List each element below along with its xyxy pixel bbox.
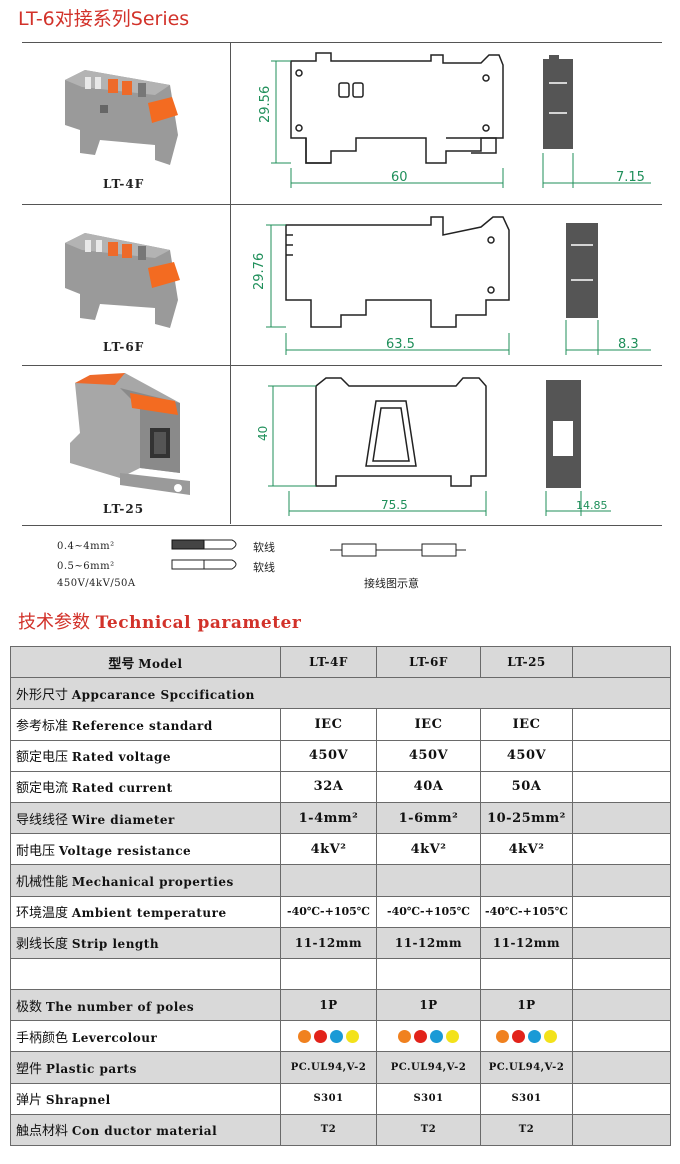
table-row: 参考标准 Reference standard IEC IEC IEC <box>10 708 671 741</box>
product-photo-lt6f <box>65 233 180 328</box>
table-row: 机械性能 Mechanical properties <box>10 864 671 897</box>
table-row: 额定电流 Rated current 32A 40A 50A <box>10 770 671 803</box>
lever-dot-yellow <box>446 1030 459 1044</box>
height-dim-lt25: 40 <box>256 426 270 441</box>
wire-range-2: 0.5~6mm² <box>57 561 115 572</box>
wire-range-1: 0.4~4mm² <box>57 541 115 552</box>
lever-dot-orange <box>398 1030 411 1044</box>
product-label-lt25: LT-25 <box>103 502 145 516</box>
lever-dot-red <box>414 1030 427 1044</box>
product-photo-lt4f <box>65 70 178 165</box>
column-divider <box>230 42 231 524</box>
lever-colour-dots <box>376 1020 481 1053</box>
row-divider <box>22 204 662 205</box>
width-dim-lt6f: 8.3 <box>618 337 639 352</box>
table-row: 环境温度 Ambient temperature -40℃-+105℃ -40℃… <box>10 895 671 928</box>
table-row: 导线线径 Wire diameter 1-4mm² 1-6mm² 10-25mm… <box>10 801 671 835</box>
lever-dot-blue <box>330 1030 343 1044</box>
product-label-lt4f: LT-4F <box>103 177 145 191</box>
lever-dot-blue <box>430 1030 443 1044</box>
table-row: 外形尺寸 Appcarance Spccification <box>10 677 671 710</box>
table-row: 剥线长度 Strip length 11-12mm 11-12mm 11-12m… <box>10 926 671 959</box>
table-header: 型号 Model LT-4F LT-6F LT-25 <box>10 645 671 679</box>
lever-dot-red <box>314 1030 327 1044</box>
table-row: 极数 The number of poles 1P 1P 1P <box>10 989 671 1022</box>
table-row <box>10 957 671 991</box>
wire-icons <box>171 539 237 570</box>
lever-colour-dots <box>280 1020 377 1053</box>
width-dim-lt25: 14.85 <box>576 499 608 512</box>
length-dim-lt25: 75.5 <box>381 498 408 512</box>
wire-rating: 450V/4kV/50A <box>57 578 136 589</box>
wire-type-2: 软线 <box>253 561 275 574</box>
height-dim-lt4f: 29.56 <box>258 86 273 123</box>
tech-title: 技术参数 Technical parameter <box>18 608 301 634</box>
length-dim-lt6f: 63.5 <box>386 337 415 352</box>
width-dim-lt4f: 7.15 <box>616 170 645 185</box>
lever-dot-orange <box>496 1030 509 1044</box>
wiring-diagram-icon <box>330 543 466 557</box>
lever-colour-dots <box>480 1020 573 1053</box>
series-title: LT-6对接系列Series <box>18 8 190 30</box>
table-row: 手柄颜色 Levercolour <box>10 1020 671 1053</box>
wiring-diagram-caption: 接线图示意 <box>364 577 419 590</box>
lever-dot-yellow <box>346 1030 359 1044</box>
tech-title-cn: 技术参数 <box>18 612 90 633</box>
product-frame <box>22 42 662 526</box>
table-row: 触点材料 Con ductor material T2 T2 T2 <box>10 1113 671 1147</box>
table-row: 弹片 Shrapnel S301 S301 S301 <box>10 1082 671 1115</box>
table-row: 耐电压 Voltage resistance 4kV² 4kV² 4kV² <box>10 833 671 866</box>
lever-dot-blue <box>528 1030 541 1044</box>
product-label-lt6f: LT-6F <box>103 340 145 354</box>
lever-dot-orange <box>298 1030 311 1044</box>
row-divider <box>22 365 662 366</box>
tech-title-en: Technical parameter <box>95 613 302 633</box>
lever-dot-red <box>512 1030 525 1044</box>
tech-table: 型号 Model LT-4F LT-6F LT-25 外形尺寸 Appcaran… <box>10 645 671 1147</box>
table-row: 额定电压 Rated voltage 450V 450V 450V <box>10 739 671 772</box>
wire-type-1: 软线 <box>253 541 275 554</box>
height-dim-lt6f: 29.76 <box>252 253 267 290</box>
drawing-lt4f: 29.56 60 7.15 <box>258 52 651 188</box>
table-row: 塑件 Plastic parts PC.UL94,V-2 PC.UL94,V-2… <box>10 1051 671 1084</box>
product-photo-lt25 <box>70 373 190 495</box>
length-dim-lt4f: 60 <box>391 170 408 185</box>
drawing-lt25: 40 75.5 14.85 <box>256 377 611 516</box>
drawing-lt6f: 29.76 63.5 8.3 <box>252 216 651 355</box>
lever-dot-yellow <box>544 1030 557 1044</box>
